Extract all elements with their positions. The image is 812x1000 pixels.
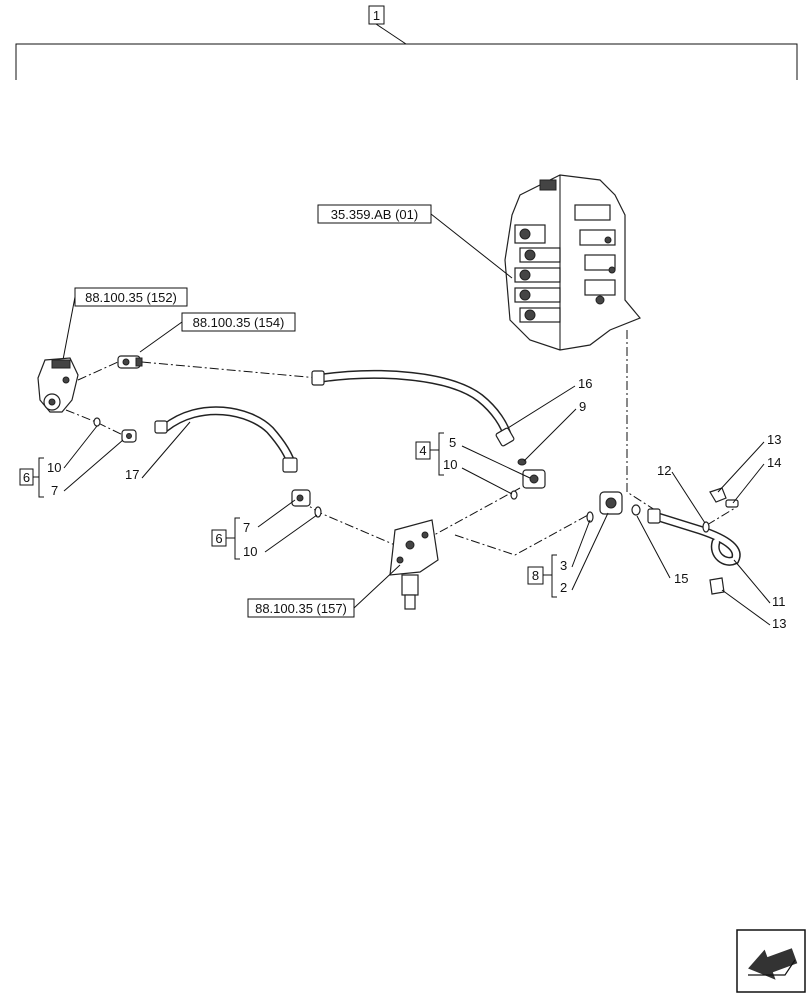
label-13-bottom: 13 (772, 616, 786, 631)
clamp-13-bottom (709, 577, 725, 595)
fitting-7-left (121, 429, 137, 443)
fitting-154 (117, 355, 143, 369)
callout-1: 1 (373, 8, 380, 23)
group-6-mid: 6 7 10 (211, 517, 257, 560)
tube-11 (647, 508, 741, 566)
svg-text:4: 4 (419, 443, 426, 458)
svg-text:10: 10 (243, 544, 257, 559)
ref-152[interactable]: 88.100.35 (152) (74, 287, 188, 307)
group-6-left: 6 10 7 (19, 457, 61, 498)
label-15: 15 (674, 571, 688, 586)
svg-text:6: 6 (23, 470, 30, 485)
svg-text:5: 5 (449, 435, 456, 450)
svg-text:88.100.35 (152): 88.100.35 (152) (85, 290, 177, 305)
group-8: 8 3 2 (527, 554, 567, 598)
group-4: 4 5 10 (415, 432, 457, 476)
oring-10-four (510, 490, 518, 500)
valve-157 (389, 519, 439, 610)
fitting-7-mid (291, 489, 311, 507)
svg-text:7: 7 (51, 483, 58, 498)
svg-text:10: 10 (47, 460, 61, 475)
label-12: 12 (657, 463, 671, 478)
label-14: 14 (767, 455, 781, 470)
label-11: 11 (772, 594, 786, 609)
ref-157[interactable]: 88.100.35 (157) (247, 598, 355, 618)
svg-text:7: 7 (243, 520, 250, 535)
oring-15 (631, 504, 641, 516)
svg-text:88.100.35 (154): 88.100.35 (154) (193, 315, 285, 330)
assembly-bracket: 1 (15, 5, 798, 80)
oring-3 (586, 511, 594, 523)
svg-text:88.100.35 (157): 88.100.35 (157) (255, 601, 347, 616)
ref-control-valve[interactable]: 35.359.AB (01) (317, 204, 432, 224)
fitting-5 (522, 469, 546, 489)
label-17: 17 (125, 467, 139, 482)
svg-text:6: 6 (215, 531, 222, 546)
svg-text:2: 2 (560, 580, 567, 595)
clamp-13-top (709, 487, 739, 508)
label-13-top: 13 (767, 432, 781, 447)
oring-10-left (93, 417, 101, 427)
oring-12 (702, 521, 710, 533)
svg-text:3: 3 (560, 558, 567, 573)
control-valve-block (504, 174, 641, 351)
label-16: 16 (578, 376, 592, 391)
left-valve-body (37, 357, 79, 413)
svg-text:8: 8 (532, 568, 539, 583)
svg-text:35.359.AB (01): 35.359.AB (01) (331, 207, 418, 222)
ref-154[interactable]: 88.100.35 (154) (181, 312, 296, 332)
label-9: 9 (579, 399, 586, 414)
svg-text:10: 10 (443, 457, 457, 472)
hose-16 (311, 369, 515, 447)
oring-10-mid (314, 506, 322, 518)
fitting-2 (599, 491, 623, 515)
hose-17 (154, 406, 298, 473)
next-page-arrow-icon[interactable] (736, 929, 806, 993)
